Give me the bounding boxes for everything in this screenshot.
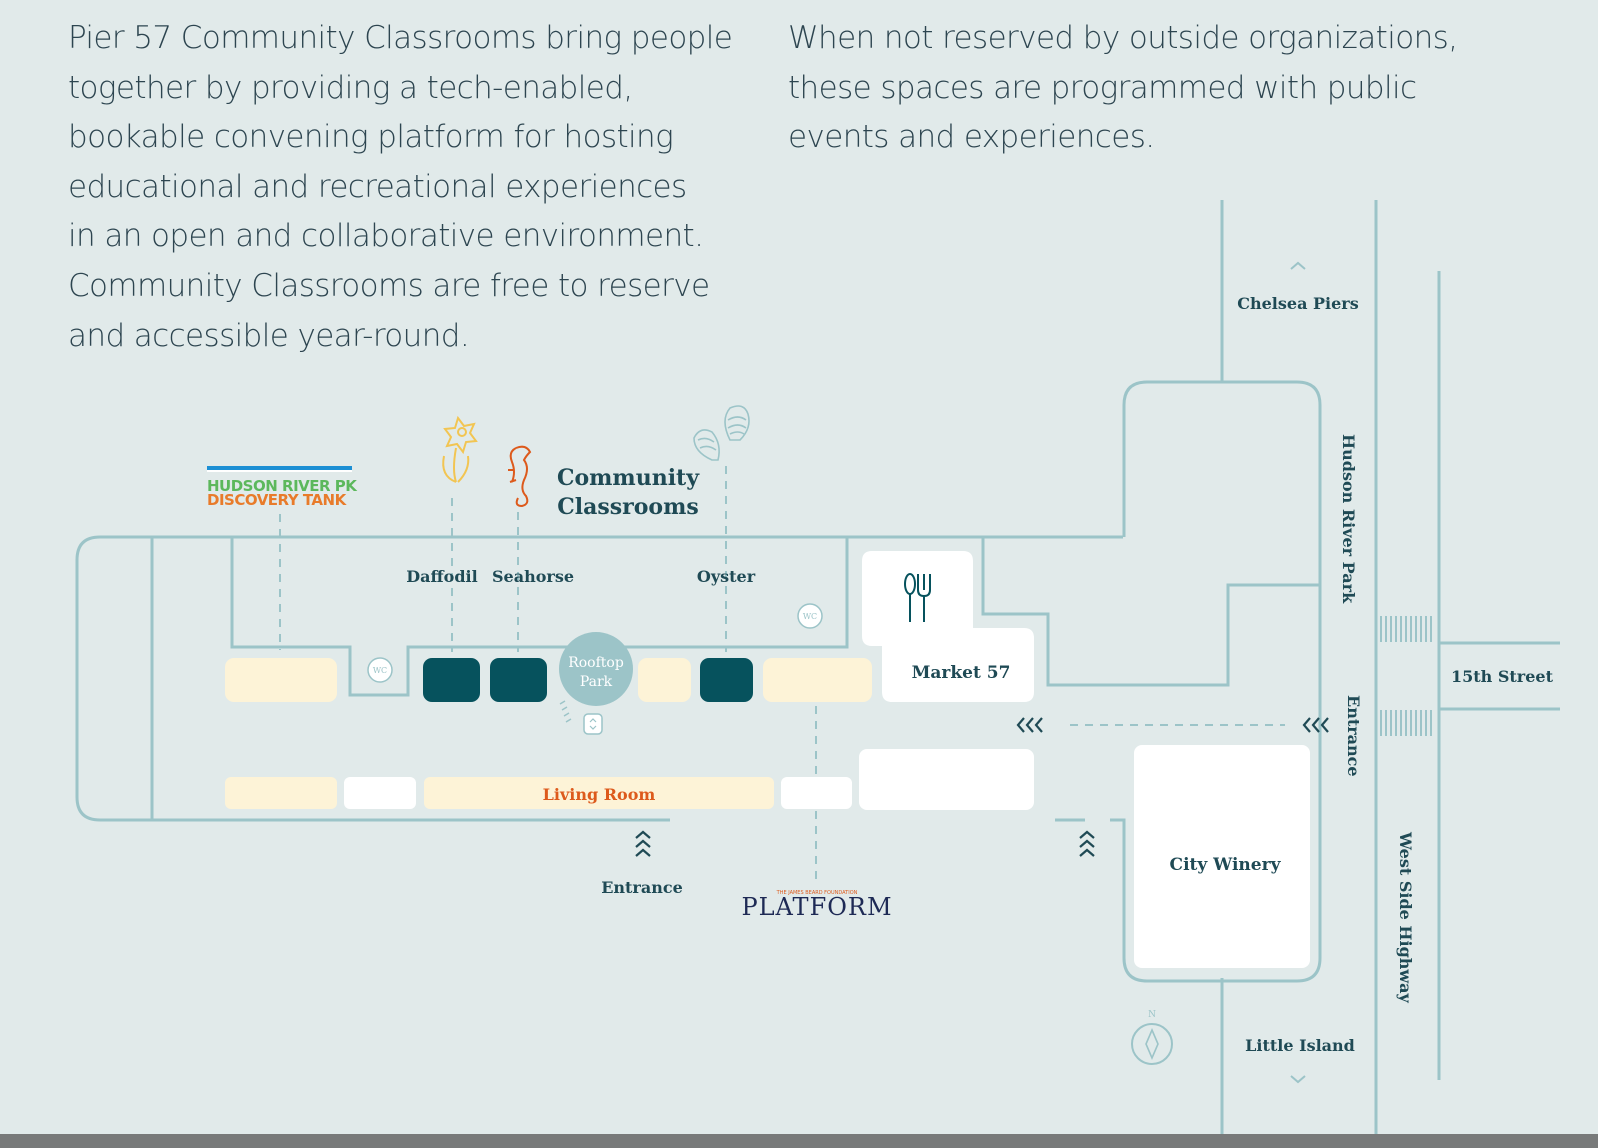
room-lower-white-2[interactable] [781,777,852,809]
intro-right-line: When not reserved by outside organizatio… [788,20,1458,56]
platform-small-label: THE JAMES BEARD FOUNDATION [776,890,858,896]
intro-paragraph-right: When not reserved by outside organizatio… [788,14,1458,163]
room-platform[interactable] [763,658,872,702]
intro-paragraph-left: Pier 57 Community Classrooms bring peopl… [68,14,733,361]
room-row-lower [225,749,1034,810]
market-57-label: Market 57 [912,663,1011,683]
rooftop-park-label-1: Rooftop [568,655,624,671]
room-oyster[interactable] [700,658,753,702]
intro-left-line: Community Classrooms are free to reserve [68,267,710,304]
intro-right-line: events and experiences. [788,119,1155,156]
daffodil-label: Daffodil [406,567,477,586]
community-classrooms-title-2: Classrooms [557,494,699,520]
city-winery-label: City Winery [1170,855,1282,875]
room-lower-cream[interactable] [225,777,337,809]
seahorse-icon [508,445,532,508]
wc-icon: WC [797,603,823,629]
intro-left-line: together by providing a tech-enabled, [68,69,633,106]
platform-label: PLATFORM [741,893,892,921]
west-side-highway-label: West Side Highway [1396,831,1415,1004]
entrance-side-label: Entrance [1344,695,1363,777]
room-seahorse[interactable] [490,658,547,702]
fifteenth-street-label: 15th Street [1451,667,1554,686]
intro-right-line: these spaces are programmed with public [788,69,1417,106]
entrance-arrows-east [1016,717,1329,733]
discovery-tank-logo: HUDSON RIVER PK DISCOVERY TANK [207,466,359,509]
hudson-river-park-label: Hudson River Park [1339,434,1358,604]
room-lower-white[interactable] [344,777,416,809]
intro-left-line: educational and recreational experiences [68,168,687,205]
wc-icon: WC [367,657,393,683]
chelsea-piers-label: Chelsea Piers [1237,294,1358,313]
rooftop-park-label-2: Park [580,674,613,690]
intro-left-line: Pier 57 Community Classrooms bring peopl… [68,20,733,56]
street-lines [1220,200,1560,1134]
intro-left-line: in an open and collaborative environment… [68,218,704,255]
pier-outline [75,380,1322,983]
seahorse-label: Seahorse [492,567,574,586]
intro-left-line: and accessible year-round. [68,317,470,354]
rooftop-park-circle[interactable] [559,632,633,706]
dashed-connectors [279,466,1285,880]
compass-icon: N [1131,1010,1173,1065]
north-chevron-icon [1290,261,1306,270]
room-small-cream[interactable] [638,658,691,702]
elevator-icon [583,713,603,735]
room-retail[interactable] [859,749,1034,810]
wc-label: WC [373,666,387,675]
platform-logo: THE JAMES BEARD FOUNDATION PLATFORM [741,890,892,921]
stairs-icon [559,700,572,723]
community-classrooms-title-1: Community [557,465,700,491]
city-winery-building[interactable] [1134,745,1310,968]
south-chevron-icon [1290,1075,1306,1084]
bottom-scroll-bar [0,1134,1598,1148]
little-island-label: Little Island [1245,1036,1355,1055]
room-row-upper [225,658,872,702]
compass-n-label: N [1148,1010,1156,1020]
crosswalk-hatches [1380,616,1432,736]
room-living-room[interactable] [424,777,774,809]
wc-label: WC [803,612,817,621]
daffodil-icon [442,415,478,483]
entrance-label: Entrance [601,878,683,897]
discovery-tank-line2: DISCOVERY TANK [207,491,348,509]
room-discovery-tank[interactable] [225,658,337,702]
discovery-tank-line1: HUDSON RIVER PK [207,477,358,495]
entrance-arrows-south [635,830,1095,857]
room-daffodil[interactable] [423,658,480,702]
oyster-label: Oyster [697,567,756,586]
living-room-label: Living Room [543,785,656,804]
oyster-icon [693,405,750,461]
fork-knife-icon [904,573,931,622]
intro-left-line: bookable convening platform for hosting [68,119,674,156]
